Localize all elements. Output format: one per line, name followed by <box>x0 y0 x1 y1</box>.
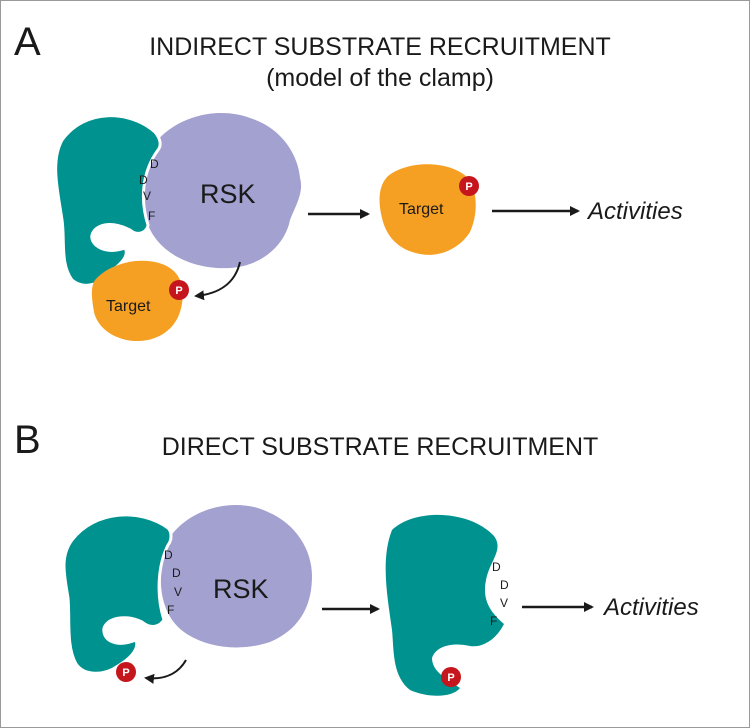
motif-d1-a: D <box>150 157 159 171</box>
motif-v-b2: V <box>500 596 508 610</box>
panel-a-subtitle: (model of the clamp) <box>266 64 494 93</box>
panel-b-title: DIRECT SUBSTRATE RECRUITMENT <box>161 433 599 461</box>
activities-label-a: Activities <box>586 198 683 225</box>
phospho-label-b1: P <box>122 667 129 679</box>
scaffold-shape-a <box>54 114 162 287</box>
motif-f-a: F <box>148 209 155 223</box>
phosphorylation-arrow-b <box>144 659 187 684</box>
motif-d2-b1: D <box>172 566 181 580</box>
panel-a-letter: A <box>14 20 41 64</box>
motif-f-b2: F <box>490 614 497 628</box>
phospho-circle-b2 <box>441 667 461 687</box>
rsk-shape-a <box>142 113 302 269</box>
panel-a-title: INDIRECT SUBSTRATE RECRUITMENT (model of… <box>100 32 660 95</box>
phosphorylation-arrow-a <box>194 261 241 301</box>
rsk-label-a: RSK <box>200 179 256 209</box>
target-label-a2: Target <box>399 201 444 218</box>
phospho-label-b2: P <box>447 672 454 684</box>
rsk-shape-b <box>160 504 312 648</box>
target-shape-a2 <box>379 164 476 255</box>
phospho-circle-a1 <box>169 280 189 300</box>
motif-d2-a: D <box>139 173 148 187</box>
motif-v-a: V <box>143 189 151 203</box>
motif-d2-b2: D <box>500 578 509 592</box>
scaffold-shape-b2 <box>385 514 504 696</box>
phospho-label-a2: P <box>465 181 472 193</box>
target-shape-a <box>91 260 183 342</box>
activities-label-b: Activities <box>602 594 699 621</box>
phospho-label-a1: P <box>175 285 182 297</box>
target-label-a: Target <box>106 298 151 315</box>
motif-v-b1: V <box>174 585 182 599</box>
motif-d1-b1: D <box>164 548 173 562</box>
panel-a-title-text: INDIRECT SUBSTRATE RECRUITMENT <box>149 33 611 61</box>
motif-d1-b2: D <box>492 560 501 574</box>
phospho-circle-a2 <box>459 176 479 196</box>
phospho-circle-b1 <box>116 662 136 682</box>
motif-f-b1: F <box>167 603 174 617</box>
rsk-label-b: RSK <box>213 574 269 604</box>
scaffold-shape-b1 <box>62 513 173 675</box>
panel-b-letter: B <box>14 418 41 462</box>
